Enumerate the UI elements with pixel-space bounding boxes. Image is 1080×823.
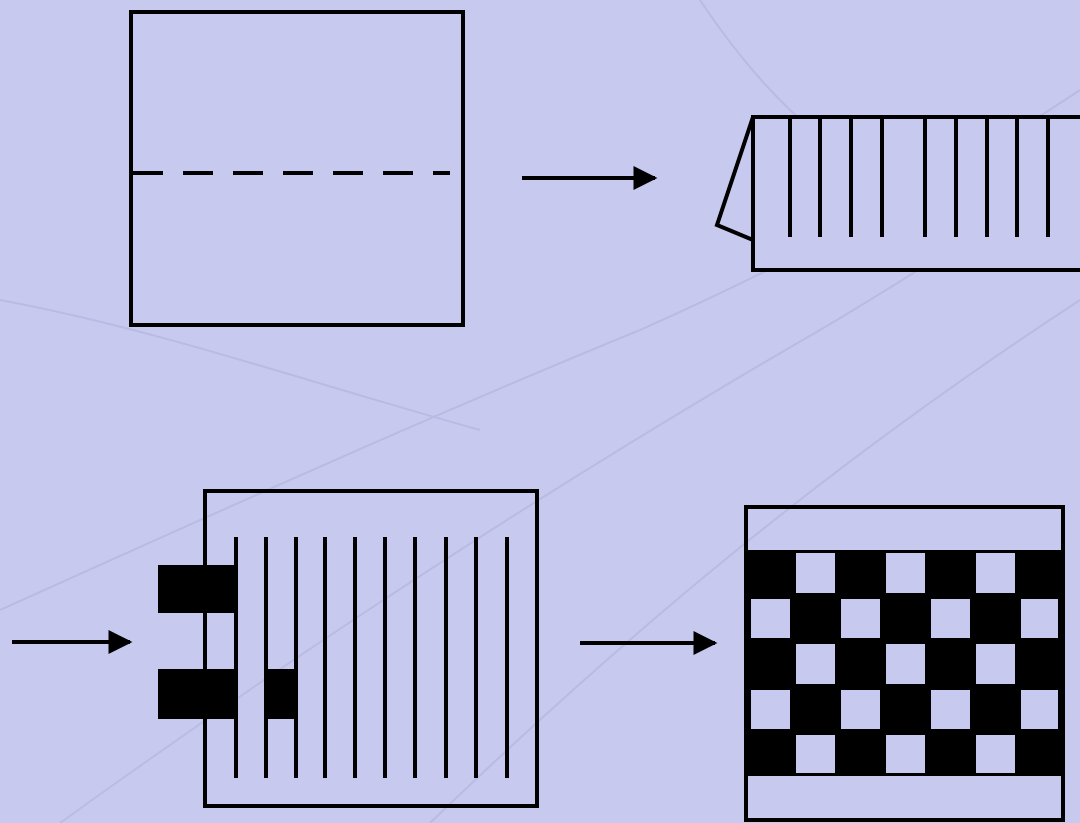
weave-cell — [841, 599, 880, 638]
weave-cell — [931, 690, 970, 729]
weave-cell — [751, 690, 790, 729]
finished-weave-outline — [744, 505, 1065, 822]
step-2-folded-cut-strip — [714, 115, 1080, 272]
weave-cell — [886, 553, 925, 593]
cut-lines — [788, 117, 1050, 237]
weave-cell — [841, 690, 880, 729]
weave-cell — [976, 735, 1015, 773]
weaving-strip-2-visible-part — [265, 669, 297, 719]
step-4-finished-weave — [744, 505, 1065, 822]
cut-sheet-outline — [203, 489, 539, 808]
folded-strip-outline — [751, 115, 1080, 272]
weave-cell — [886, 644, 925, 684]
weave-cell — [1021, 690, 1058, 729]
weaving-strip-2 — [158, 669, 238, 719]
weaving-strip-1 — [158, 565, 238, 613]
weave-cell — [931, 599, 970, 638]
weave-cell — [886, 735, 925, 773]
slit-lines — [234, 537, 509, 778]
weave-cell — [751, 599, 790, 638]
weave-cell — [976, 644, 1015, 684]
weave-cell — [1021, 599, 1058, 638]
step-3-weaving-strips — [158, 489, 539, 808]
square-sheet-outline — [129, 10, 465, 327]
step-1-square-sheet — [129, 10, 465, 327]
checkerboard-grid — [748, 550, 1061, 776]
weave-cell — [976, 553, 1015, 593]
weave-cell — [796, 735, 835, 773]
folded-flap — [714, 116, 755, 243]
weave-cell — [796, 553, 835, 593]
weave-cell — [796, 644, 835, 684]
